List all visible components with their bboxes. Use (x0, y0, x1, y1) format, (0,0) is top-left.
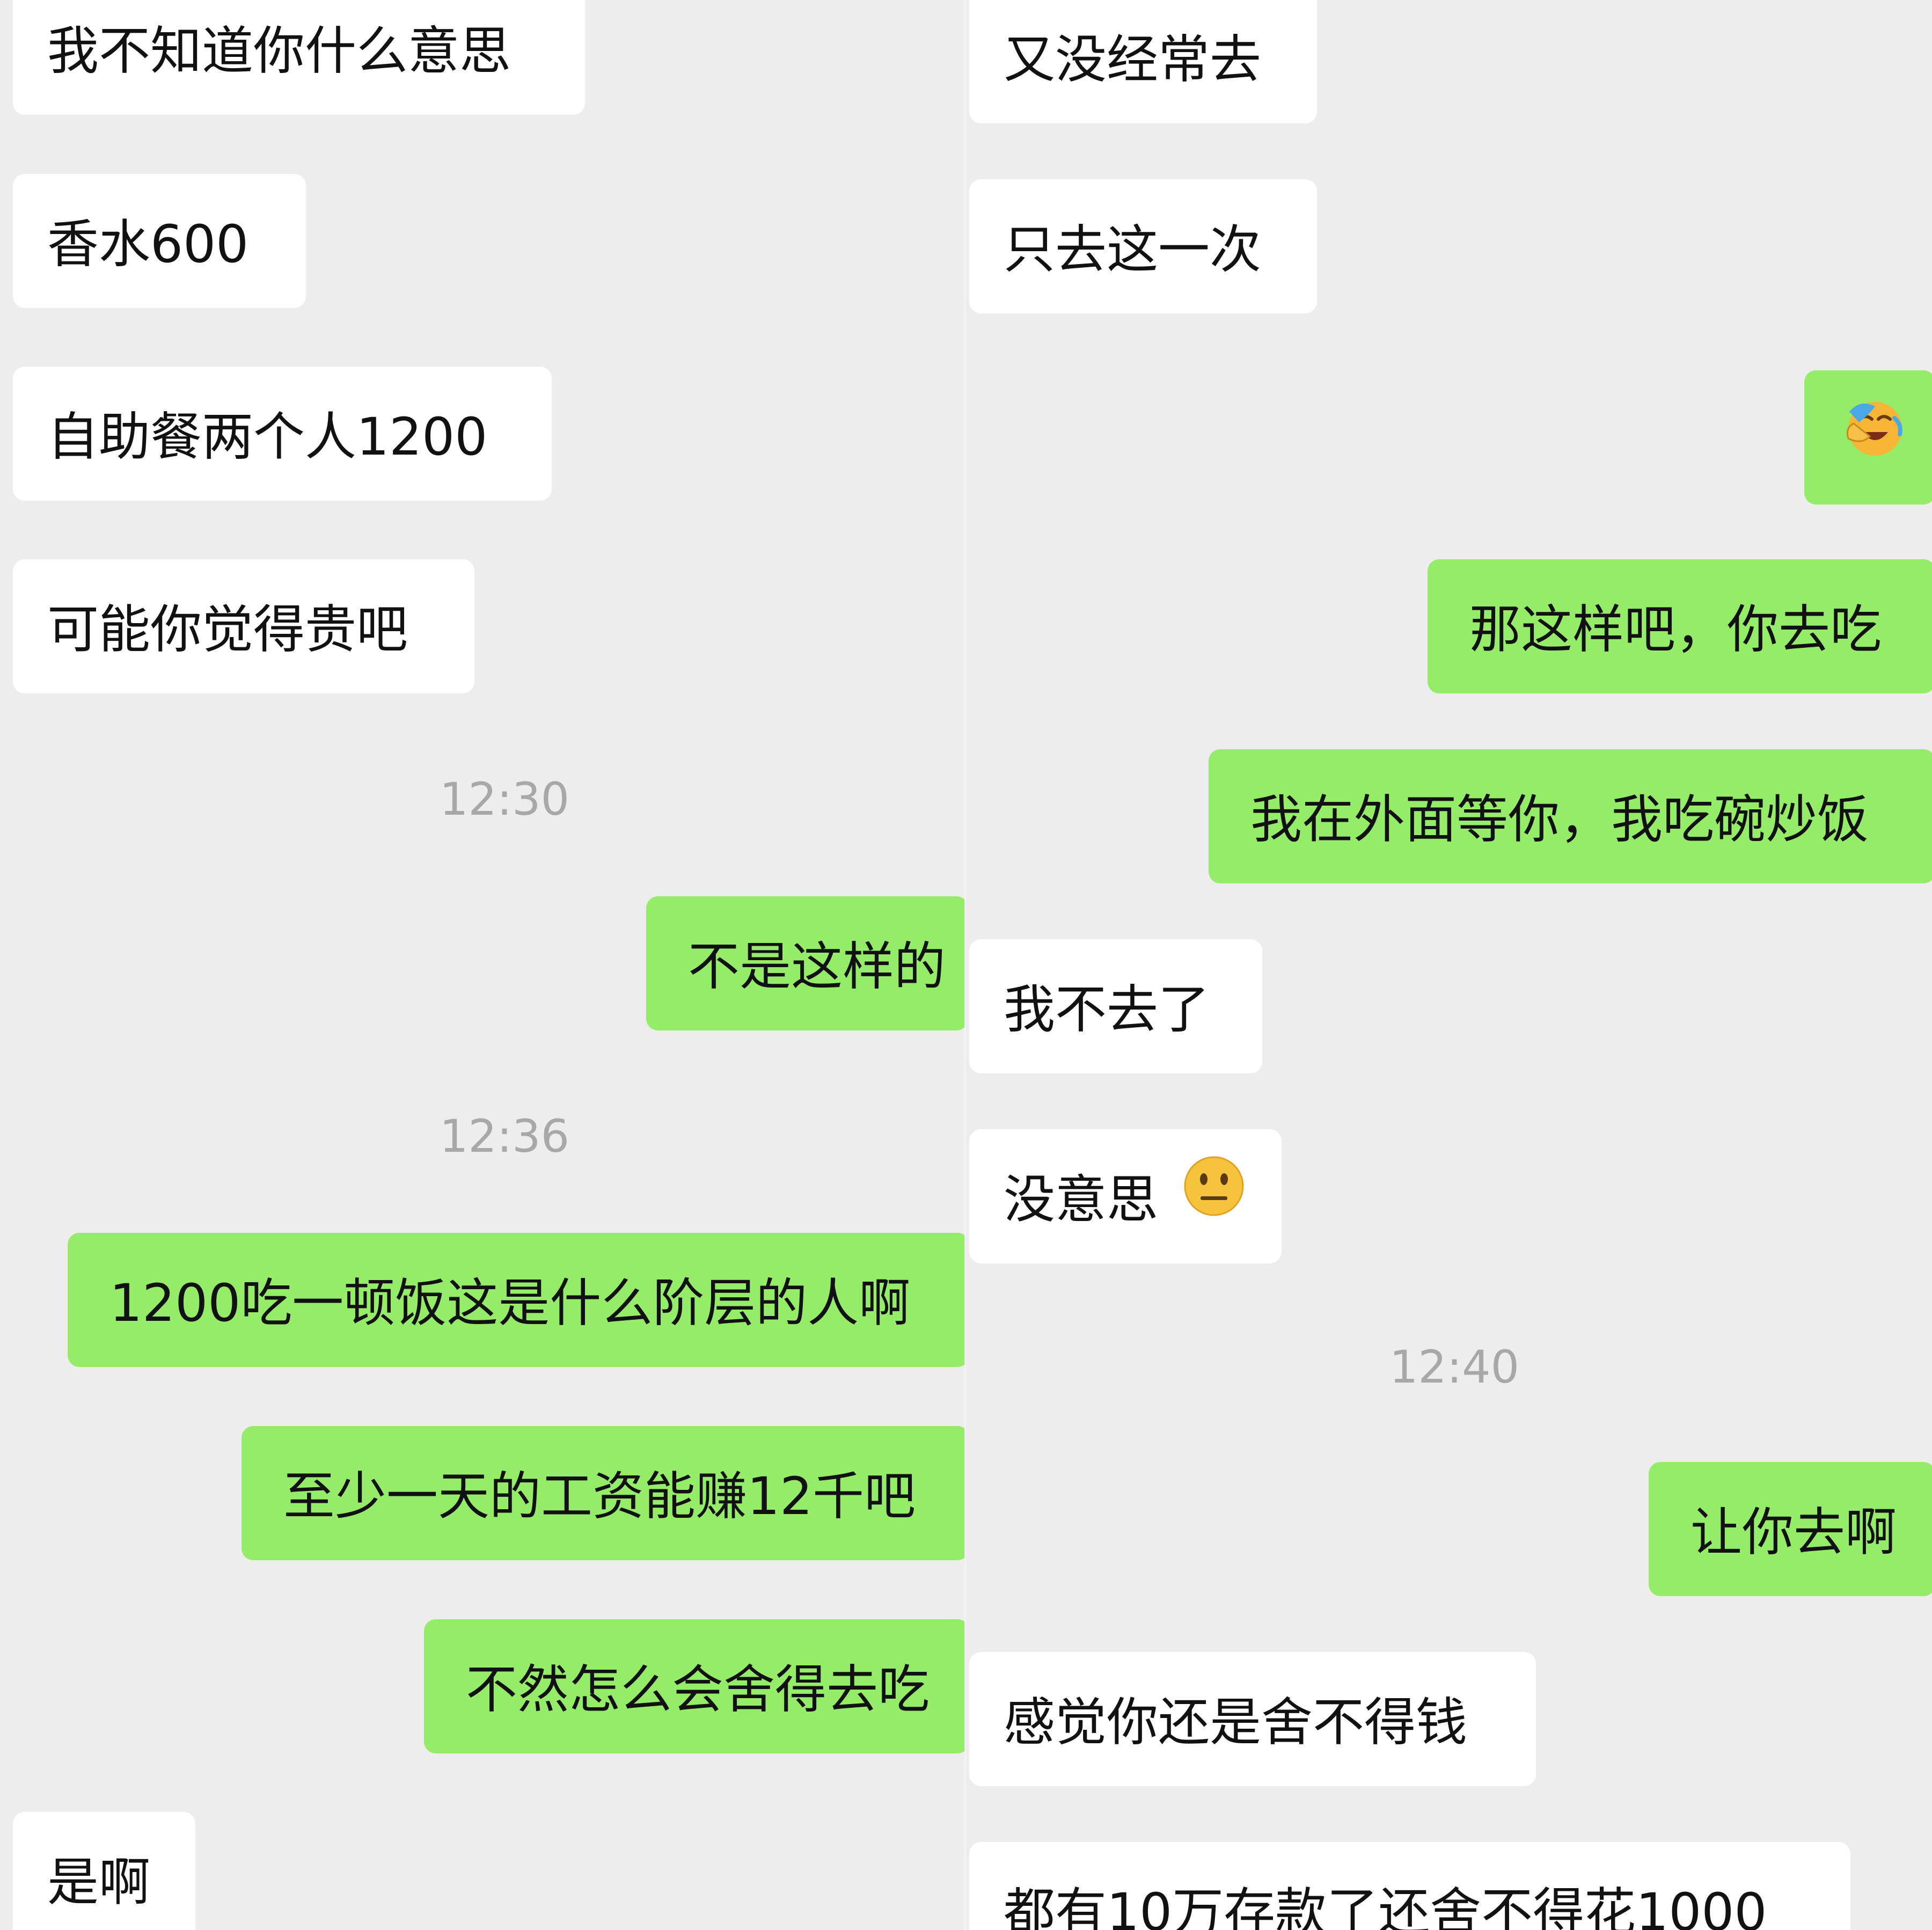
message-text: 可能你觉得贵吧 (47, 600, 408, 660)
incoming-message-bubble[interactable]: 都有10万存款了还舍不得花1000 (969, 1842, 1850, 1930)
incoming-message-bubble[interactable]: 没意思 (969, 1129, 1282, 1263)
outgoing-message-bubble[interactable]: 让你去啊 (1649, 1462, 1932, 1596)
incoming-message-bubble[interactable]: 自助餐两个人1200 (13, 367, 552, 501)
outgoing-message-bubble[interactable] (1804, 370, 1932, 505)
facepalm-laugh-emoji-icon (1844, 374, 1906, 505)
incoming-message-bubble[interactable]: 感觉你还是舍不得钱 (969, 1652, 1536, 1786)
message-text: 1200吃一顿饭这是什么阶层的人啊 (109, 1273, 911, 1334)
message-text: 那这样吧，你去吃 (1469, 600, 1882, 660)
message-text: 至少一天的工资能赚12千吧 (283, 1466, 916, 1527)
timestamp: 12:30 (439, 773, 570, 825)
outgoing-message-bubble[interactable]: 我在外面等你，我吃碗炒饭 (1209, 749, 1932, 883)
outgoing-message-bubble[interactable]: 不是这样的 (646, 896, 966, 1030)
message-text: 我不知道你什么意思 (47, 21, 511, 82)
incoming-message-bubble[interactable]: 又没经常去 (969, 0, 1317, 123)
incoming-message-bubble[interactable]: 我不知道你什么意思 (13, 0, 585, 115)
timestamp: 12:40 (1389, 1341, 1520, 1393)
neutral-face-emoji-icon (1182, 1133, 1246, 1263)
incoming-message-bubble[interactable]: 可能你觉得贵吧 (13, 559, 474, 693)
incoming-message-bubble[interactable]: 是啊 (13, 1812, 195, 1930)
incoming-message-bubble[interactable]: 我不去了 (969, 939, 1262, 1073)
message-text: 不是这样的 (688, 937, 946, 997)
outgoing-message-bubble[interactable]: 1200吃一顿饭这是什么阶层的人啊 (68, 1233, 966, 1367)
message-text: 是啊 (47, 1852, 150, 1913)
message-text: 香水600 (47, 214, 249, 275)
outgoing-message-bubble[interactable]: 至少一天的工资能赚12千吧 (241, 1426, 966, 1560)
message-text: 又没经常去 (1004, 30, 1261, 90)
message-text: 自助餐两个人1200 (47, 407, 488, 467)
message-text: 只去这一次 (1004, 220, 1261, 280)
message-text: 没意思 (1004, 1169, 1158, 1230)
incoming-message-bubble[interactable]: 香水600 (13, 174, 306, 308)
message-text: 感觉你还是舍不得钱 (1004, 1692, 1467, 1753)
chat-panel-right[interactable]: 又没经常去 只去这一次 那这样吧，你去吃 我在外面等你，我 (966, 0, 1932, 1930)
message-text: 让你去啊 (1690, 1502, 1897, 1563)
message-text: 我在外面等你，我吃碗炒饭 (1250, 789, 1869, 850)
outgoing-message-bubble[interactable]: 那这样吧，你去吃 (1428, 559, 1932, 693)
message-text: 不然怎么会舍得去吃 (466, 1659, 930, 1720)
chat-panel-left[interactable]: 我不知道你什么意思 香水600 自助餐两个人1200 可能你觉得贵吧 12:30… (0, 0, 966, 1930)
message-text: 都有10万存款了还舍不得花1000 (1004, 1882, 1767, 1930)
message-text: 我不去了 (1004, 979, 1210, 1040)
outgoing-message-bubble[interactable]: 不然怎么会舍得去吃 (424, 1619, 966, 1753)
timestamp: 12:36 (439, 1110, 570, 1163)
incoming-message-bubble[interactable]: 只去这一次 (969, 179, 1317, 313)
